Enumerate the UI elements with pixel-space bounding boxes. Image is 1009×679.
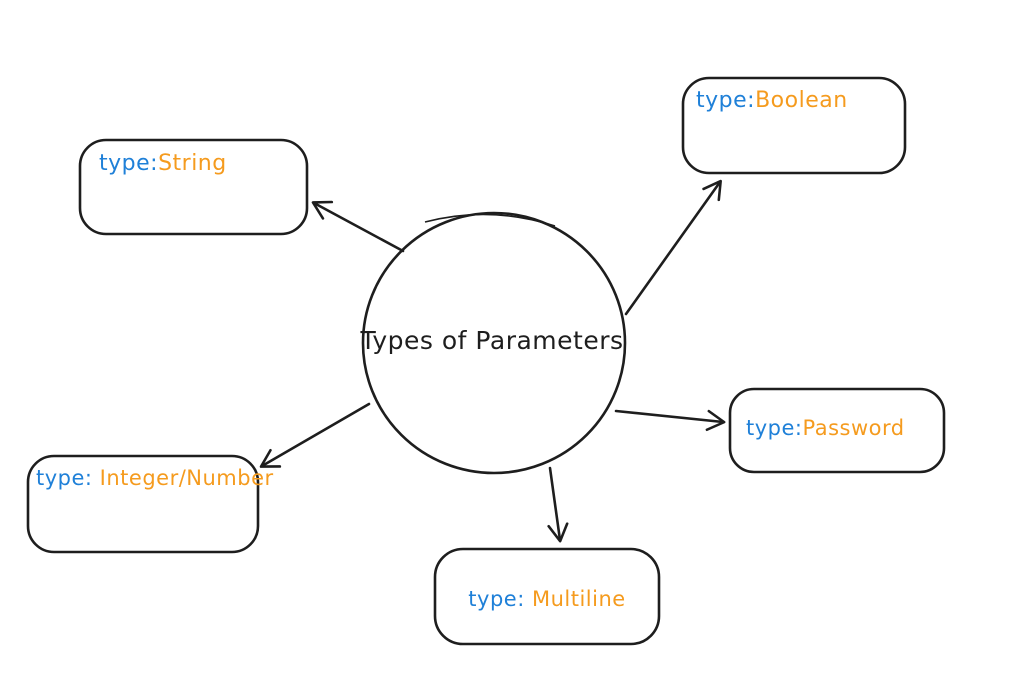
node-label-boolean: type:Boolean <box>696 88 848 114</box>
arrow-to-multiline <box>547 466 569 543</box>
type-value-text: Password <box>802 416 905 440</box>
node-label-string: type:String <box>99 151 227 177</box>
arrow-to-string <box>311 200 405 253</box>
arrow-to-password <box>614 409 726 432</box>
type-prefix-text: type: <box>99 151 159 176</box>
node-box-string <box>78 138 309 236</box>
type-prefix-text: type: <box>468 587 525 611</box>
type-value-text: Boolean <box>755 88 848 113</box>
node-label-multiline: type: Multiline <box>468 587 625 612</box>
center-circle-shape <box>361 211 627 475</box>
type-value-text: Integer/Number <box>92 466 274 490</box>
arrow-to-boolean <box>624 179 722 316</box>
node-box-multiline <box>433 547 661 646</box>
node-box-boolean <box>681 76 907 175</box>
node-label-password: type:Password <box>746 416 905 441</box>
node-box-integer-number <box>26 454 260 554</box>
node-label-integer-number: type: Integer/Number <box>36 466 274 491</box>
type-prefix-text: type: <box>36 466 93 490</box>
type-prefix-text: type: <box>746 416 803 440</box>
type-value-text: Multiline <box>524 587 626 611</box>
type-value-text: String <box>158 151 227 176</box>
center-circle-overdraw-stroke <box>424 213 556 227</box>
center-circle-label: Types of Parameters <box>360 326 624 355</box>
node-box-password <box>728 387 946 474</box>
arrow-to-integer-number <box>259 402 371 468</box>
type-prefix-text: type: <box>696 88 756 113</box>
